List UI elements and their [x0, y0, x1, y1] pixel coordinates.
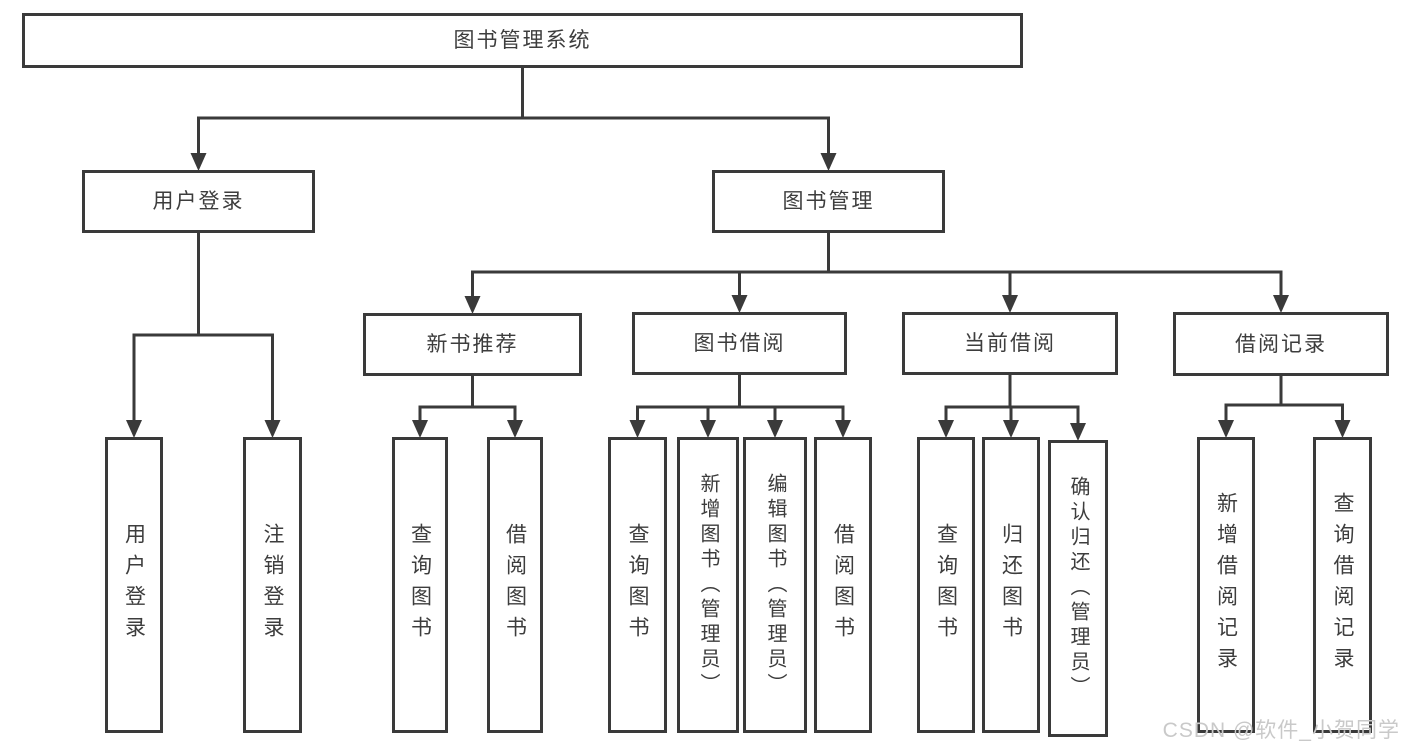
node-label: 图书借阅 [693, 332, 786, 355]
arrowhead-icon [767, 420, 783, 438]
arrowhead-icon [1070, 423, 1086, 441]
node-current-borrow: 当前借阅 [902, 312, 1118, 375]
node-leaf-query-record: 查询借阅记录 [1313, 437, 1372, 733]
arrowhead-icon [629, 420, 646, 438]
edge-root [190, 68, 837, 171]
node-leaf-query-3: 查询图书 [917, 437, 975, 733]
arrowhead-icon [190, 153, 207, 171]
arrowhead-icon [820, 153, 837, 171]
node-user-login: 用户登录 [82, 170, 315, 233]
node-label: 借阅图书 [503, 523, 527, 647]
node-book-borrow: 图书借阅 [632, 312, 847, 375]
arrowhead-icon [412, 420, 428, 438]
node-label: 借阅记录 [1235, 332, 1327, 356]
node-leaf-add-book: 新增图书（管理员） [677, 437, 739, 733]
node-label: 新增借阅记录 [1214, 492, 1238, 678]
edge-book-mgmt [464, 233, 1289, 314]
node-leaf-logout: 注销登录 [243, 437, 302, 733]
edge-new-book-rec [412, 376, 523, 438]
node-label: 图书管理 [782, 190, 875, 213]
arrowhead-icon [835, 420, 851, 438]
edge-user-login [126, 233, 281, 438]
arrowhead-icon [1003, 420, 1019, 438]
node-label: 图书管理系统 [453, 29, 592, 52]
node-leaf-edit-book: 编辑图书（管理员） [743, 437, 807, 733]
node-root: 图书管理系统 [22, 13, 1023, 68]
node-leaf-query-2: 查询图书 [608, 437, 667, 733]
node-label: 编辑图书（管理员） [764, 472, 786, 698]
node-new-book-rec: 新书推荐 [363, 313, 582, 376]
node-label: 注销登录 [261, 523, 284, 647]
arrowhead-icon [938, 420, 954, 438]
arrowhead-icon [264, 420, 281, 438]
arrowhead-icon [1334, 420, 1351, 438]
node-label: 借阅图书 [831, 523, 855, 647]
arrowhead-icon [700, 420, 716, 438]
arrowhead-icon [1218, 420, 1234, 438]
watermark: CSDN @软件_小贺同学 [1162, 719, 1400, 742]
edge-book-borrow [629, 375, 851, 438]
node-label: 归还图书 [999, 523, 1023, 647]
arrowhead-icon [507, 420, 523, 438]
arrowhead-icon [126, 420, 142, 438]
node-leaf-login: 用户登录 [105, 437, 163, 733]
edge-current-borrow [938, 375, 1086, 441]
node-label: 新增图书（管理员） [697, 472, 719, 698]
arrowhead-icon [1273, 295, 1289, 313]
node-leaf-confirm-return: 确认归还（管理员） [1048, 440, 1108, 737]
arrowhead-icon [1002, 295, 1018, 313]
edge-borrow-record [1218, 376, 1351, 438]
node-label: 确认归还（管理员） [1067, 476, 1089, 701]
node-label: 查询图书 [626, 523, 649, 647]
node-leaf-query-1: 查询图书 [392, 437, 448, 733]
node-label: 用户登录 [152, 190, 245, 213]
node-label: 查询借阅记录 [1331, 492, 1354, 678]
node-leaf-borrow-1: 借阅图书 [487, 437, 543, 733]
node-leaf-borrow-2: 借阅图书 [814, 437, 872, 733]
node-label: 用户登录 [122, 523, 146, 647]
node-label: 新书推荐 [426, 333, 519, 356]
node-label: 查询图书 [934, 523, 958, 647]
arrowhead-icon [464, 296, 481, 314]
node-label: 查询图书 [408, 523, 432, 647]
arrowhead-icon [731, 295, 748, 313]
node-borrow-record: 借阅记录 [1173, 312, 1389, 376]
node-leaf-return: 归还图书 [982, 437, 1040, 733]
node-leaf-add-record: 新增借阅记录 [1197, 437, 1255, 733]
node-label: 当前借阅 [964, 332, 1056, 355]
node-book-mgmt: 图书管理 [712, 170, 945, 233]
